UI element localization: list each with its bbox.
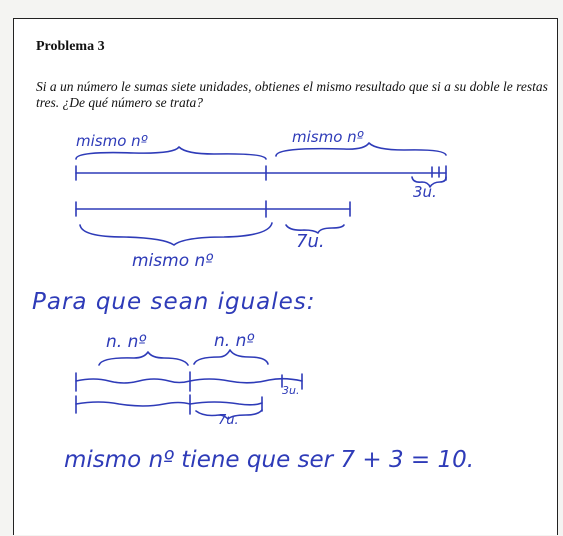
- brace-top-right: [275, 142, 447, 157]
- label-small-right: n. nº: [214, 331, 255, 351]
- label-3u: 3u.: [413, 183, 437, 201]
- brace-top-left: [75, 146, 267, 160]
- equality-condition: Para que sean iguales:: [32, 289, 316, 315]
- label-top-left: mismo nº: [76, 132, 148, 150]
- small-bar-row2: [75, 401, 263, 407]
- conclusion: mismo nº tiene que ser 7 + 3 = 10.: [64, 447, 475, 473]
- small-bar-row1: [75, 377, 303, 384]
- label-7u: 7u.: [296, 231, 325, 252]
- worksheet-page: Problema 3 Si a un número le sumas siete…: [13, 18, 558, 535]
- brace-3u: [411, 176, 447, 188]
- handwritten-diagram: [75, 142, 447, 420]
- label-bottom: mismo nº: [132, 251, 214, 271]
- label-small-7u: 7u.: [218, 413, 239, 428]
- problem-statement: Si a un número le sumas siete unidades, …: [36, 79, 548, 110]
- brace-bottom: [79, 222, 273, 246]
- brace-7u: [285, 224, 345, 234]
- label-small-3u: 3u.: [282, 384, 300, 397]
- brace-small-right: [193, 349, 269, 365]
- label-small-left: n. nº: [106, 332, 147, 352]
- problem-title: Problema 3: [36, 39, 105, 54]
- brace-small-left: [98, 351, 189, 366]
- brace-small-7u: [195, 409, 263, 420]
- label-top-right: mismo nº: [292, 128, 364, 146]
